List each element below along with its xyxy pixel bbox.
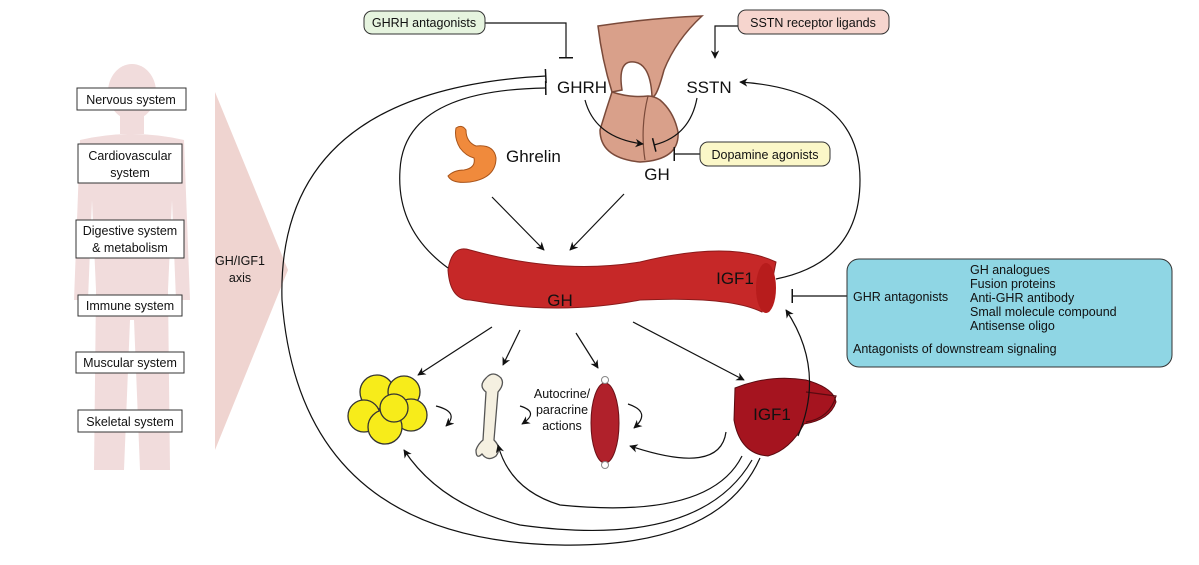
- igf1-to-muscle-arrow: [629, 431, 727, 459]
- ghr-antagonists-title: GHR antagonists: [853, 290, 948, 304]
- ghr-item-small-molecule: Small molecule compound: [970, 305, 1117, 319]
- fat-autocrine-loop: [435, 405, 455, 427]
- gh-to-muscle-arrow: [575, 332, 599, 369]
- system-label-cardiovascular-2: system: [110, 166, 150, 180]
- sstn-ligand-arrow: [710, 25, 738, 59]
- body-systems-list: Nervous system Cardiovascular system Dig…: [75, 87, 187, 433]
- gh-to-fat-arrow: [417, 326, 493, 376]
- igf1-to-fat-arrow: [403, 449, 753, 531]
- ghrh-to-gh-arrow: [584, 99, 644, 148]
- pituitary-gh-to-blood-arrow: [569, 193, 625, 251]
- ghrelin-to-gh-arrow: [491, 196, 545, 251]
- ghr-item-anti-ghr-antibody: Anti-GHR antibody: [970, 291, 1075, 305]
- system-box-nervous: [76, 87, 187, 111]
- pituitary-gland: [597, 15, 705, 163]
- liver-igf1-to-blood-arrow: [785, 309, 811, 437]
- feedback-arrows: [281, 22, 861, 546]
- system-label-digestive-1: Digestive system: [83, 224, 177, 238]
- axis-label-line1: GH/IGF1: [215, 254, 265, 268]
- stomach-icon: [447, 125, 497, 183]
- liver-icon: [733, 377, 837, 457]
- ghrh-antagonists-box: GHRH antagonists: [363, 10, 486, 35]
- sstn-ligands-box: SSTN receptor ligands: [737, 9, 890, 35]
- gh-feedback-ghrh-arrow: [399, 80, 547, 269]
- system-label-muscular: Muscular system: [83, 356, 177, 370]
- autocrine-label-line1: Autocrine/: [534, 387, 591, 401]
- liver-igf1-label: IGF1: [753, 405, 791, 424]
- sstn-label: SSTN: [686, 78, 731, 97]
- system-label-immune: Immune system: [86, 299, 174, 313]
- autocrine-label-line2: paracrine: [536, 403, 588, 417]
- bone-icon: [475, 373, 504, 460]
- axis-label-line2: axis: [229, 271, 251, 285]
- fat-cells-icon: [347, 374, 428, 445]
- ghrh-label: GHRH: [557, 78, 607, 97]
- ghrh-antagonist-inhibit-arrow: [485, 22, 573, 59]
- system-box-skeletal: [77, 409, 183, 433]
- ghr-item-fusion-proteins: Fusion proteins: [970, 277, 1055, 291]
- ghr-item-gh-analogues: GH analogues: [970, 263, 1050, 277]
- ghr-item-antisense-oligo: Antisense oligo: [970, 319, 1055, 333]
- muscle-autocrine-loop: [627, 403, 643, 429]
- system-label-skeletal: Skeletal system: [86, 415, 174, 429]
- igf1-to-bone-arrow: [495, 444, 743, 509]
- ghr-downstream-label: Antagonists of downstream signaling: [853, 342, 1057, 356]
- system-label-nervous: Nervous system: [86, 93, 176, 107]
- ghrh-antagonists-label: GHRH antagonists: [372, 16, 476, 30]
- ghr-antagonists-panel: GHR antagonists GH analogues Fusion prot…: [846, 258, 1173, 368]
- pituitary-gh-label: GH: [644, 165, 670, 184]
- system-label-cardiovascular-1: Cardiovascular: [88, 149, 171, 163]
- muscle-icon: [590, 376, 620, 469]
- dopamine-agonists-box: Dopamine agonists: [699, 141, 831, 167]
- system-box-immune: [77, 294, 183, 317]
- dopamine-agonists-label: Dopamine agonists: [711, 148, 818, 162]
- human-body-silhouette: [74, 64, 190, 470]
- gh-igf1-axis-arrow: GH/IGF1 axis: [215, 92, 288, 450]
- vessel-gh-label: GH: [547, 291, 573, 310]
- bone-autocrine-loop: [519, 405, 532, 425]
- gh-to-bone-arrow: [502, 329, 521, 366]
- system-label-digestive-2: & metabolism: [92, 241, 168, 255]
- ghrelin-label: Ghrelin: [506, 147, 561, 166]
- blood-vessel: [447, 248, 777, 313]
- system-box-muscular: [75, 351, 185, 374]
- autocrine-label-line3: actions: [542, 419, 582, 433]
- igf1-feedback-sstn-arrow: [739, 78, 861, 280]
- vessel-igf1-label: IGF1: [716, 269, 754, 288]
- igf1-feedback-ghrh-arrow: [281, 68, 761, 546]
- system-box-cardiovascular: [77, 143, 183, 184]
- gh-to-liver-arrow: [632, 321, 745, 381]
- system-box-digestive: [75, 219, 185, 259]
- sstn-inhibit-gh-arrow: [651, 97, 698, 152]
- sstn-ligands-label: SSTN receptor ligands: [750, 16, 876, 30]
